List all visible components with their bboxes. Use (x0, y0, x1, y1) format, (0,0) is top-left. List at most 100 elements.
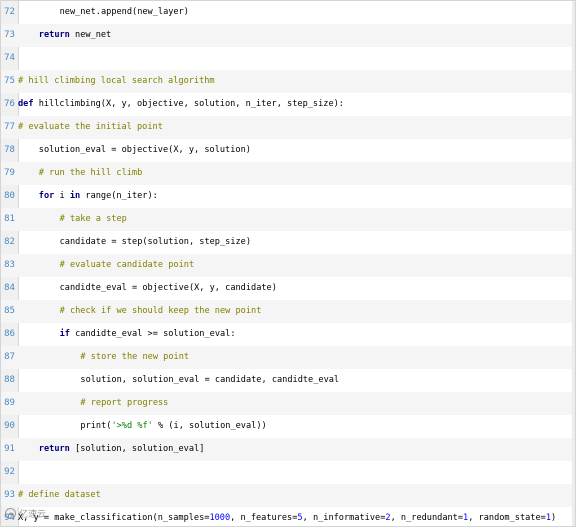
line-number: 72 (4, 7, 15, 17)
line-number: 82 (4, 237, 15, 247)
code-text: solution_eval = objective(X, y, solution… (18, 139, 251, 162)
line-number: 77 (4, 122, 15, 132)
line-number: 78 (4, 145, 15, 155)
line-number: 88 (4, 375, 15, 385)
line-number: 73 (4, 30, 15, 40)
code-token: range(n_iter): (80, 191, 158, 201)
code-text: # report progress (18, 392, 168, 415)
code-token: '>%d %f' (111, 421, 153, 431)
code-token: return (38, 30, 70, 40)
code-text: # define dataset (18, 484, 101, 507)
code-text: candidte_eval = objective(X, y, candidat… (18, 277, 277, 300)
code-token: # evaluate the initial point (18, 122, 163, 132)
line-number: 91 (4, 444, 15, 454)
code-text: new_net.append(new_layer) (18, 1, 189, 24)
code-token: % (i, solution_eval)) (152, 421, 267, 431)
code-token: def (18, 99, 34, 109)
line-number: 84 (4, 283, 15, 293)
line-number: 92 (4, 467, 15, 477)
code-token: 5 (297, 513, 303, 523)
code-text: # run the hill climb (18, 162, 142, 185)
code-token: X, y = make_classification(n_samples= (18, 513, 210, 523)
code-line[interactable]: 86 if candidte_eval >= solution_eval: (1, 323, 575, 346)
code-line[interactable]: 83 # evaluate candidate point (1, 254, 575, 277)
code-text: # evaluate the initial point (18, 116, 163, 139)
code-token: solution, solution_eval = candidate, can… (80, 375, 340, 385)
cloud-icon: ☁ (5, 507, 16, 519)
code-text: # store the new point (18, 346, 189, 369)
code-token: solution_eval = objective(X, y, solution… (38, 145, 251, 155)
code-line[interactable]: 79# run the hill climb (1, 162, 575, 185)
line-number: 85 (4, 306, 15, 316)
code-token: print( (80, 421, 112, 431)
line-number: 83 (4, 260, 15, 270)
code-text: return [solution, solution_eval] (18, 438, 205, 461)
line-number: 86 (4, 329, 15, 339)
code-token: candidate = step(solution, step_size) (59, 237, 252, 247)
watermark: ☁ 亿速云 (5, 505, 46, 521)
code-token: , n_features= (230, 513, 298, 523)
code-text: # check if we should keep the new point (18, 300, 262, 323)
code-line[interactable]: 75# hill climbing local search algorithm (1, 70, 575, 93)
code-token: # evaluate candidate point (59, 260, 195, 270)
code-token: if (59, 329, 70, 339)
code-token: # store the new point (80, 352, 190, 362)
code-line[interactable]: 92 (1, 461, 575, 484)
code-line[interactable]: 82 candidate = step(solution, step_size) (1, 231, 575, 254)
code-text: # hill climbing local search algorithm (18, 70, 215, 93)
code-token: new_net.append(new_layer) (59, 7, 189, 17)
line-number: 87 (4, 352, 15, 362)
code-text: X, y = make_classification(n_samples=100… (18, 507, 557, 526)
line-number: 76 (4, 99, 15, 109)
line-number: 74 (4, 53, 15, 63)
code-token: [solution, solution_eval] (69, 444, 205, 454)
code-text: # evaluate candidate point (18, 254, 195, 277)
line-number: 93 (4, 490, 15, 500)
code-token: # check if we should keep the new point (59, 306, 262, 316)
code-line[interactable]: 74 (1, 47, 575, 70)
code-line[interactable]: 72 new_net.append(new_layer) (1, 1, 575, 24)
watermark-text: 亿速云 (19, 509, 47, 520)
code-token: # take a step (59, 214, 127, 224)
code-line[interactable]: 87 # store the new point (1, 346, 575, 369)
code-line[interactable]: 81# take a step (1, 208, 575, 231)
code-token: i (54, 191, 70, 201)
code-token: 1000 (209, 513, 231, 523)
code-text: print('>%d %f' % (i, solution_eval)) (18, 415, 267, 438)
code-token: # report progress (80, 398, 169, 408)
code-token: # define dataset (18, 490, 101, 500)
line-number: 89 (4, 398, 15, 408)
code-token: hillclimbing(X, y, objective, solution, … (33, 99, 344, 109)
code-text: solution, solution_eval = candidate, can… (18, 369, 339, 392)
code-line[interactable]: 85 # check if we should keep the new poin… (1, 300, 575, 323)
vertical-scrollbar[interactable] (572, 1, 575, 526)
code-line[interactable]: 89 # report progress (1, 392, 575, 415)
code-text: # take a step (18, 208, 127, 231)
code-text: for i in range(n_iter): (18, 185, 158, 208)
code-line[interactable]: 88 solution, solution_eval = candidate, c… (1, 369, 575, 392)
code-line[interactable]: 93# define dataset (1, 484, 575, 507)
line-number: 75 (4, 76, 15, 86)
code-token: return (38, 444, 70, 454)
code-token: , n_informative= (302, 513, 386, 523)
code-text: return new_net (18, 24, 111, 47)
code-token: # run the hill climb (38, 168, 143, 178)
code-token: candidte_eval >= solution_eval: (69, 329, 236, 339)
line-number: 80 (4, 191, 15, 201)
code-line[interactable]: 77# evaluate the initial point (1, 116, 575, 139)
code-line[interactable]: 78 solution_eval = objective(X, y, soluti… (1, 139, 575, 162)
code-token: ) (551, 513, 557, 523)
code-token: in (69, 191, 81, 201)
code-token: 2 (385, 513, 391, 523)
code-token: new_net (69, 30, 112, 40)
code-token: , random_state= (468, 513, 546, 523)
